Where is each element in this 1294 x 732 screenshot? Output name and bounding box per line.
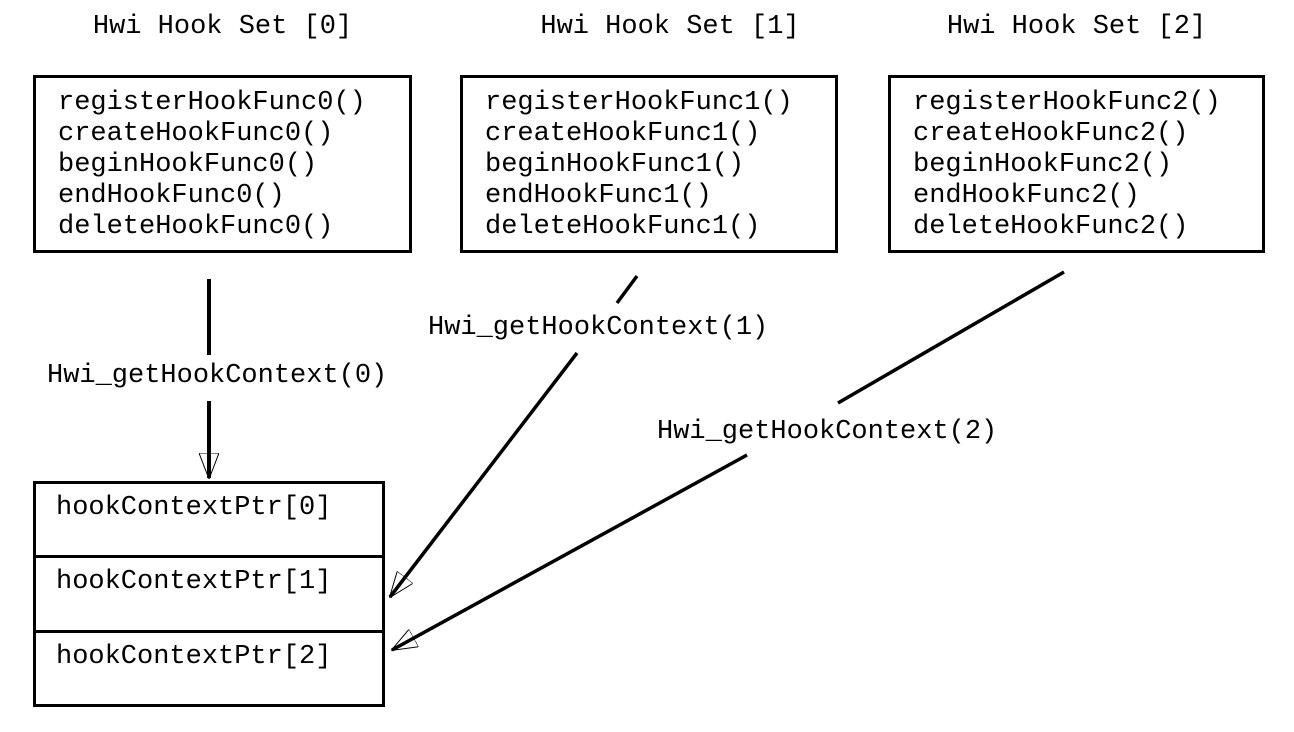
function-name: createHookFunc0() bbox=[58, 119, 334, 149]
function-name: deleteHookFunc2() bbox=[913, 212, 1189, 242]
function-name: beginHookFunc0() bbox=[58, 150, 318, 180]
hook-set-1-box: registerHookFunc1() createHookFunc1() be… bbox=[460, 75, 838, 253]
hook-set-0-title: Hwi Hook Set [0] bbox=[92, 12, 353, 42]
function-name: registerHookFunc2() bbox=[913, 88, 1221, 118]
hook-set-2-box: registerHookFunc2() createHookFunc2() be… bbox=[888, 75, 1265, 253]
hook-context-ptr-row-2: hookContextPtr[2] bbox=[56, 641, 332, 672]
hook-context-ptr-row-1: hookContextPtr[1] bbox=[36, 558, 382, 633]
hook-context-ptr-table: hookContextPtr[0] hookContextPtr[1] hook… bbox=[33, 481, 385, 707]
function-name: registerHookFunc1() bbox=[485, 88, 793, 118]
get-hook-context-2-label: Hwi_getHookContext(2) bbox=[657, 417, 998, 447]
arrow-2-lower-segment bbox=[392, 453, 748, 652]
function-name: deleteHookFunc1() bbox=[485, 212, 761, 242]
hook-set-0-box: registerHookFunc0() createHookFunc0() be… bbox=[33, 75, 412, 253]
function-name: createHookFunc2() bbox=[913, 119, 1189, 149]
hook-context-ptr-row-0: hookContextPtr[0] bbox=[36, 484, 382, 559]
function-name: registerHookFunc0() bbox=[58, 88, 366, 118]
function-name: createHookFunc1() bbox=[485, 119, 761, 149]
get-hook-context-1-label: Hwi_getHookContext(1) bbox=[428, 313, 769, 343]
arrow-1-upper-segment bbox=[615, 274, 639, 305]
function-name: endHookFunc0() bbox=[58, 181, 285, 211]
function-name: beginHookFunc1() bbox=[485, 150, 745, 180]
hook-set-1-title: Hwi Hook Set [1] bbox=[540, 12, 800, 42]
function-name: deleteHookFunc0() bbox=[58, 212, 334, 242]
function-name: endHookFunc2() bbox=[913, 181, 1140, 211]
arrow-2-upper-segment bbox=[837, 270, 1065, 405]
get-hook-context-0-label: Hwi_getHookContext(0) bbox=[47, 361, 388, 391]
function-name: endHookFunc1() bbox=[485, 181, 712, 211]
arrow-1-lower-segment bbox=[390, 351, 579, 597]
function-name: beginHookFunc2() bbox=[913, 150, 1173, 180]
hook-set-2-title: Hwi Hook Set [2] bbox=[946, 12, 1207, 42]
